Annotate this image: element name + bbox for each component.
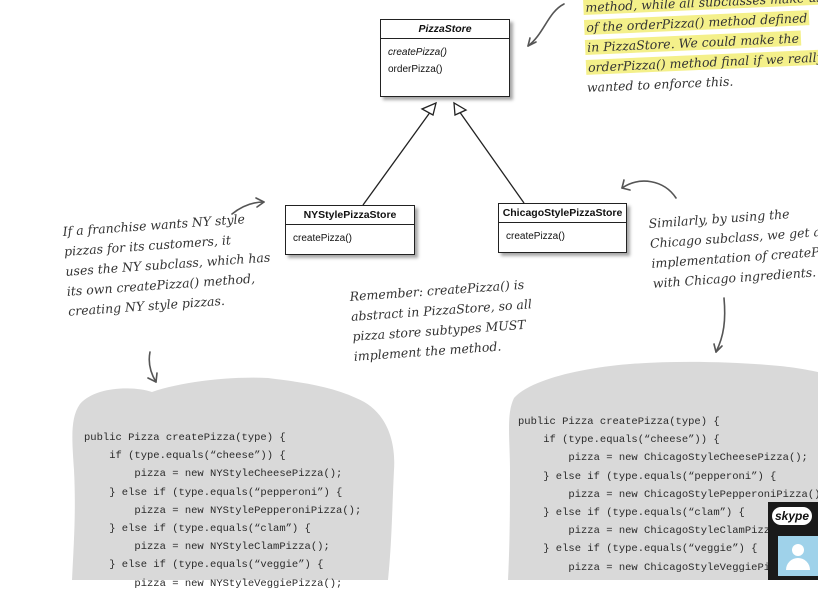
code-line: } else if (type.equals(“pepperoni”) { <box>518 470 777 483</box>
pizza-store-class: PizzaStore createPizza() orderPizza() <box>380 19 510 97</box>
code-line: public Pizza createPizza(type) { <box>518 416 720 428</box>
note-ny-franchise: If a franchise wants NY style pizzas for… <box>62 208 274 322</box>
class-name: NYStylePizzaStore <box>286 206 414 225</box>
code-line: if (type.equals(“cheese”)) { <box>518 434 720 447</box>
chicago-code-blob <box>508 361 818 580</box>
create-pizza-operation: createPizza() <box>388 47 447 58</box>
user-avatar-icon[interactable] <box>778 536 818 576</box>
create-pizza-operation: createPizza() <box>293 233 352 244</box>
code-line: pizza = new NYStyleCheesePizza(); <box>84 468 343 481</box>
skype-logo: skype <box>772 507 812 525</box>
skype-widget[interactable]: skype <box>768 502 818 580</box>
code-line: } else if (type.equals(“pepperoni”) { <box>84 486 343 499</box>
code-line: pizza = new NYStylePepperoniPizza(); <box>84 504 362 517</box>
code-line: public Pizza createPizza(type) { <box>84 432 286 444</box>
chicago-create-pizza-code: public Pizza createPizza(type) { if (typ… <box>518 413 818 577</box>
class-name: PizzaStore <box>381 20 509 39</box>
class-name: ChicagoStylePizzaStore <box>499 204 626 223</box>
code-line: } else if (type.equals(“clam”) { <box>518 507 745 520</box>
code-line: if (type.equals(“cheese”)) { <box>84 450 286 463</box>
note-abstract-reminder: Remember: createPizza() is abstract in P… <box>349 274 535 366</box>
code-line: } else if (type.equals(“veggie”) { <box>84 559 324 572</box>
chicago-style-pizza-store-class: ChicagoStylePizzaStore createPizza() <box>498 203 627 253</box>
ny-create-pizza-code: public Pizza createPizza(type) { if (typ… <box>84 429 361 593</box>
code-line: } else if (type.equals(“veggie”) { <box>518 543 758 556</box>
code-line: pizza = new ChicagoStylePepperoniPizza()… <box>518 488 818 501</box>
code-line: pizza = new NYStyleVeggiePizza(); <box>84 577 343 590</box>
hand-drawn-arrows <box>147 3 726 383</box>
ny-code-blob <box>72 377 395 580</box>
order-pizza-operation: orderPizza() <box>388 64 443 75</box>
inheritance-connectors <box>362 110 525 206</box>
diagram-drawing <box>72 3 818 580</box>
note-order-pizza: method, while all subclasses make use of… <box>583 0 818 98</box>
code-line: pizza = new ChicagoStyleClamPizza(); <box>518 525 796 538</box>
code-line: } else if (type.equals(“clam”) { <box>84 523 311 536</box>
code-line: pizza = new NYStyleClamPizza(); <box>84 541 330 554</box>
inheritance-arrowheads <box>420 101 468 116</box>
create-pizza-operation: createPizza() <box>506 231 565 242</box>
ny-style-pizza-store-class: NYStylePizzaStore createPizza() <box>285 205 415 255</box>
note-chicago-subclass: Similarly, by using the Chicago subclass… <box>648 200 818 294</box>
code-line: pizza = new ChicagoStyleVeggiePizza(); <box>518 561 808 574</box>
code-line: pizza = new ChicagoStyleCheesePizza(); <box>518 452 808 465</box>
